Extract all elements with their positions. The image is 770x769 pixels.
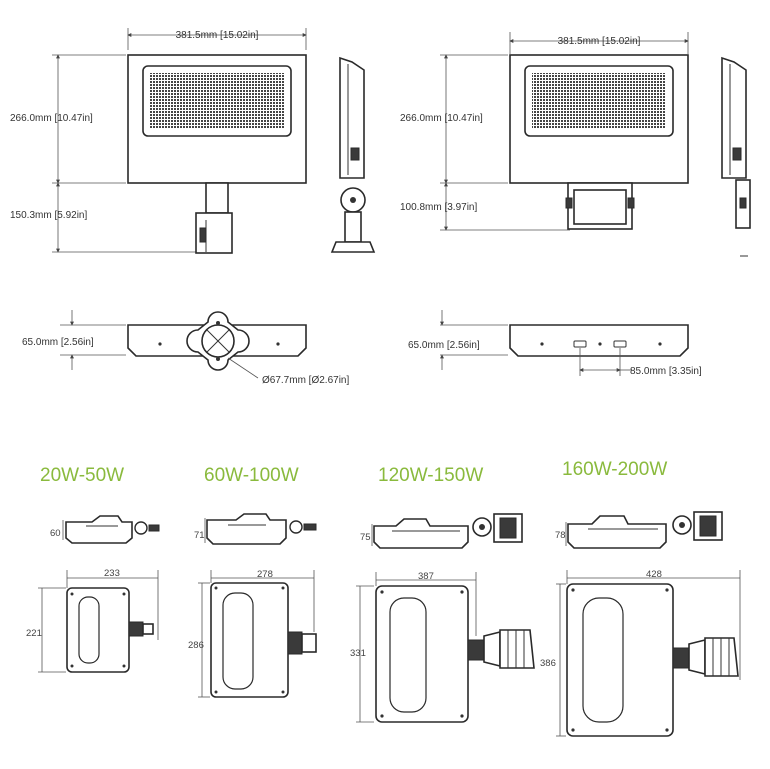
width-dim-left: 381.5mm [15.02in]	[176, 30, 259, 41]
mount-dim-right: 100.8mm [3.97in]	[400, 202, 477, 213]
model-160-200w: 78 428 386	[540, 511, 741, 737]
hole-dim: Ø67.7mm [Ø2.67in]	[262, 375, 349, 386]
model-depth-4: 78	[555, 530, 566, 541]
model-depth-2: 71	[194, 530, 205, 541]
bottom-view-right: 65.0mm [2.56in] 85.0mm [3.35in]	[408, 310, 702, 377]
model-120-150w: 75 387 331	[350, 513, 535, 723]
front-view-right: 381.5mm [15.02in] 266.0mm [10.47in] 100.…	[400, 32, 689, 231]
model-label-160-200w: 160W-200W	[562, 459, 667, 480]
model-height-2: 286	[188, 640, 204, 651]
model-width-4: 428	[646, 569, 662, 580]
model-20-50w: 60 233 221	[26, 515, 160, 673]
mount-dim-left: 150.3mm [5.92in]	[10, 210, 87, 221]
model-label-120-150w: 120W-150W	[378, 465, 483, 486]
model-height-4: 386	[540, 658, 556, 669]
model-label-20-50w: 20W-50W	[40, 465, 124, 486]
front-view-left: 381.5mm [15.02in] 266.0mm [10.47in] 150.…	[10, 28, 307, 254]
model-width-3: 387	[418, 571, 434, 582]
spacing-dim: 85.0mm [3.35in]	[630, 366, 702, 377]
depth-dim-left: 65.0mm [2.56in]	[22, 337, 94, 348]
model-height-1: 221	[26, 628, 42, 639]
model-label-60-100w: 60W-100W	[204, 465, 299, 486]
model-width-2: 278	[257, 569, 273, 580]
model-60-100w: 71 278 286	[188, 513, 317, 698]
side-view-right	[721, 56, 751, 257]
model-height-3: 331	[350, 648, 366, 659]
bottom-view-left: 65.0mm [2.56in] Ø67.7mm [Ø2.67in]	[22, 310, 349, 386]
depth-dim-right: 65.0mm [2.56in]	[408, 340, 480, 351]
model-width-1: 233	[104, 568, 120, 579]
side-view-left	[330, 56, 376, 253]
model-depth-1: 60	[50, 528, 61, 539]
model-depth-3: 75	[360, 532, 371, 543]
width-dim-right: 381.5mm [15.02in]	[558, 36, 641, 47]
height-dim-left: 266.0mm [10.47in]	[10, 113, 93, 124]
height-dim-right: 266.0mm [10.47in]	[400, 113, 483, 124]
